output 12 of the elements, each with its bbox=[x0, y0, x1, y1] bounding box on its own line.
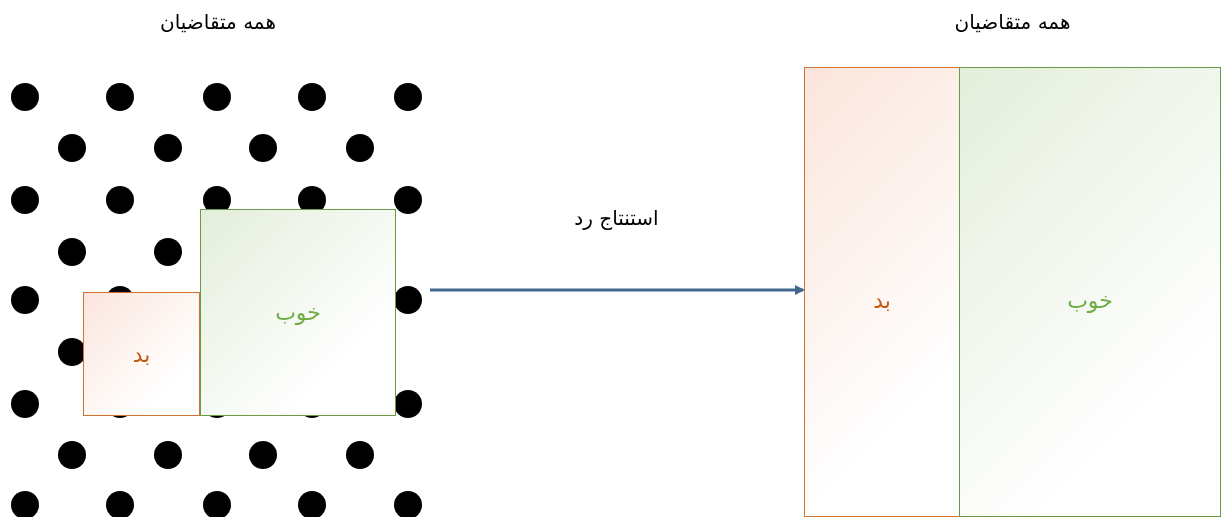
category-box bbox=[200, 209, 396, 416]
arrow bbox=[430, 285, 805, 295]
category-box bbox=[959, 67, 1221, 517]
category-label: خوب bbox=[275, 300, 321, 325]
category-label: بد bbox=[132, 341, 151, 367]
edge-label: استنتاج رد bbox=[574, 206, 659, 230]
category-label: خوب bbox=[1067, 288, 1113, 313]
panel-heading: همه متقاضیان bbox=[953, 10, 1072, 34]
category-box bbox=[804, 67, 960, 517]
category-box bbox=[83, 292, 200, 416]
panel-heading: همه متقاضیان bbox=[159, 10, 277, 34]
category-label: بد bbox=[873, 288, 891, 313]
